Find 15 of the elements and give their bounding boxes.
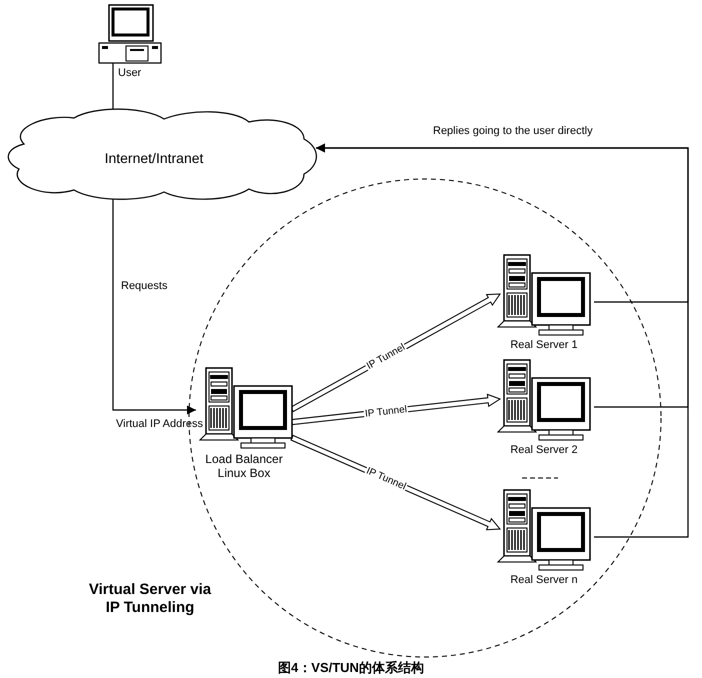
- computer-label: Real Server 1: [509, 339, 579, 352]
- arrow: [316, 144, 689, 538]
- figure-caption: 图4：VS/TUN的体系结构: [277, 660, 425, 676]
- edge-label: Requests: [120, 280, 168, 293]
- edge-label: Replies going to the user directly: [432, 125, 594, 138]
- connector-line: [112, 80, 114, 110]
- arrow: [112, 199, 196, 414]
- computer-label: User: [118, 67, 142, 80]
- computer-label: Real Server 2: [509, 444, 579, 457]
- group-title: Virtual Server via IP Tunneling: [88, 581, 212, 617]
- computer-label: Real Server n: [509, 574, 579, 587]
- address-label: Virtual IP Address: [116, 418, 204, 431]
- computer-label: Load Balancer Linux Box: [204, 452, 284, 480]
- edge-label: IP Tunnel: [363, 404, 408, 420]
- cloud-label: Internet/Intranet: [104, 150, 204, 166]
